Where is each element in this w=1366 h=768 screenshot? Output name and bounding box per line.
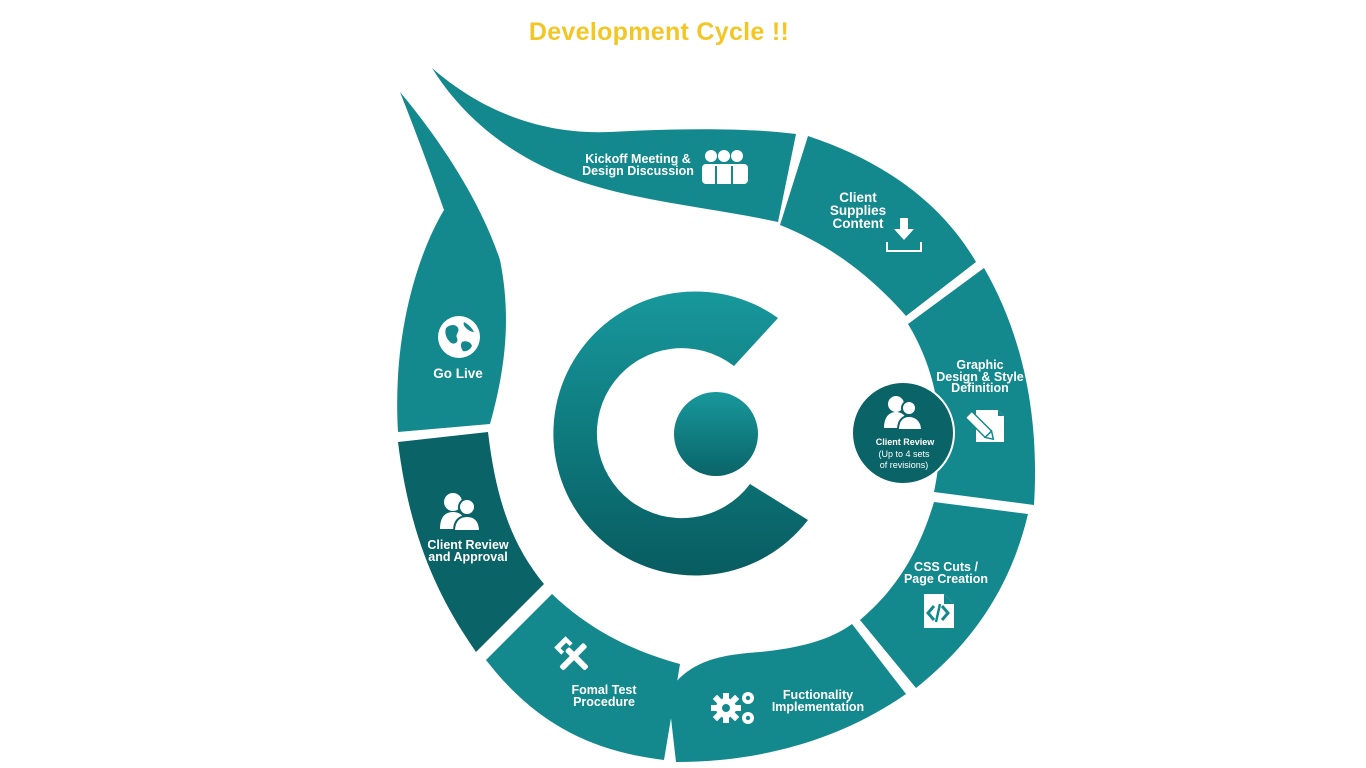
users-pair-icon [884,396,924,431]
functionality-label-line-2: Implementation [772,700,864,714]
segment-approval[interactable] [398,432,544,652]
review-badge-line-2: of revisions) [880,460,929,470]
globe-icon [438,316,480,358]
graphic-label-line-3: Definition [951,381,1009,395]
content-label-line-3: Content [833,216,884,231]
css-label-line-1: CSS Cuts / [914,560,978,574]
segment-functionality[interactable] [668,624,906,762]
segment-golive[interactable] [397,92,506,432]
review-badge-line-1: (Up to 4 sets [878,449,930,459]
code-file-icon [924,594,954,628]
review-badge-title: Client Review [876,437,936,447]
functionality-label-line-1: Fuctionality [783,688,853,702]
download-icon [886,218,922,252]
testing-label-line-1: Fomal Test [571,683,637,697]
graphic-label-line-1: Graphic [956,358,1003,372]
approval-label-line-1: Client Review [427,538,509,552]
segment-kickoff[interactable] [432,68,796,222]
content-label-line-2: Supplies [830,203,886,218]
golive-label: Go Live [433,366,483,381]
testing-label-line-2: Procedure [573,695,635,709]
kickoff-label-line-2: Design Discussion [582,164,694,178]
kickoff-label-line-1: Kickoff Meeting & [585,152,691,166]
users-group-icon [702,150,748,184]
graphic-label-line-2: Design & Style [936,370,1024,384]
users-pair-icon [440,493,482,532]
client-review-badge[interactable]: Client Review (Up to 4 sets of revisions… [851,381,955,485]
segment-testing[interactable] [486,594,680,760]
page-title: Development Cycle !! [528,18,790,46]
content-label-line-1: Client [839,190,877,205]
segment-content[interactable] [780,136,976,316]
pencil-document-icon [965,410,1004,442]
tools-icon [554,636,589,671]
css-label-line-2: Page Creation [904,572,988,586]
approval-label-line-2: and Approval [428,550,507,564]
letter-c-logo [553,291,808,576]
